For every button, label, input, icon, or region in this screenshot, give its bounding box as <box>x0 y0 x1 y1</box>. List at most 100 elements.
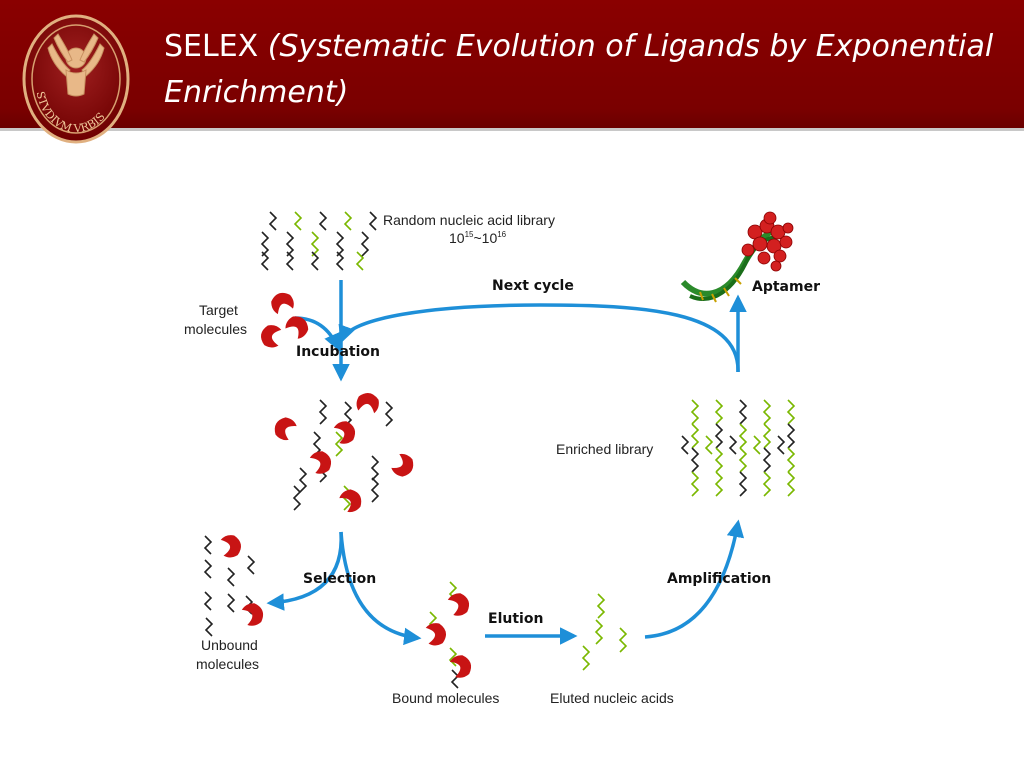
nucleic-acid-strand <box>738 447 748 473</box>
nucleic-acid-strand <box>203 535 213 555</box>
nucleic-acid-strand <box>738 399 748 425</box>
nucleic-acid-strand <box>203 559 213 579</box>
amplification-arrow <box>644 519 745 639</box>
target-molecules-cluster <box>220 292 472 678</box>
target-molecule <box>285 316 309 339</box>
nucleic-acid-strand <box>762 471 772 497</box>
nucleic-acid-strand <box>776 435 786 455</box>
nucleic-acid-strand <box>690 423 700 449</box>
nucleic-acid-strand <box>690 447 700 473</box>
nucleic-acid-strand <box>293 211 303 231</box>
title-main: SELEX <box>164 29 259 64</box>
unbound-label-line1: Unbound <box>201 637 258 653</box>
eluted-nucleic-acids-label: Eluted nucleic acids <box>550 690 674 706</box>
nucleic-acid-strand <box>786 399 796 425</box>
next-cycle-label: Next cycle <box>492 278 574 294</box>
target-label-line1: Target <box>199 302 238 318</box>
nucleic-acid-strand <box>298 467 308 493</box>
nucleic-acid-strand <box>762 399 772 425</box>
nucleic-acid-strand <box>762 423 772 449</box>
target-molecule <box>261 325 282 348</box>
nucleic-acid-strand <box>260 231 270 257</box>
target-molecule <box>309 451 332 474</box>
target-molecule <box>333 421 356 444</box>
selection-label: Selection <box>303 571 376 587</box>
nucleic-acid-strand <box>310 251 320 271</box>
nucleic-acid-strand <box>594 619 604 645</box>
aptamer-label: Aptamer <box>752 279 820 295</box>
nucleic-acid-strand <box>714 399 724 425</box>
nucleic-acid-strand <box>285 231 295 257</box>
nucleic-acid-strand <box>448 647 458 667</box>
nucleic-acid-strand <box>384 401 394 427</box>
nucleic-acid-strand <box>752 435 762 455</box>
nucleic-acid-strand <box>728 435 738 455</box>
enriched-library-label: Enriched library <box>556 441 653 457</box>
nucleic-acid-strand <box>680 435 690 455</box>
amplification-label: Amplification <box>667 571 771 587</box>
target-molecule <box>274 417 297 441</box>
nucleic-acid-strand <box>581 645 591 671</box>
nucleic-acid-strand <box>786 471 796 497</box>
eluted-nucleic-acids-cluster <box>581 593 628 671</box>
nucleic-acid-strand <box>292 485 302 511</box>
nucleic-acid-strand <box>260 251 270 271</box>
nucleic-acid-strand <box>704 435 714 455</box>
nucleic-acid-strand <box>318 399 328 425</box>
nucleic-acid-strand <box>450 669 460 689</box>
nucleic-acid-strand <box>714 471 724 497</box>
university-seal-logo: STVDIVM VRBIS <box>22 14 130 144</box>
elution-label: Elution <box>488 611 543 627</box>
nucleic-acid-strand <box>596 593 606 619</box>
target-molecule <box>447 593 470 616</box>
nucleic-acid-strand <box>370 455 380 481</box>
nucleic-acid-strand <box>714 447 724 473</box>
nucleic-acid-strand <box>738 471 748 497</box>
bound-molecules-label: Bound molecules <box>392 690 499 706</box>
title-italic: (Systematic Evolution of Ligands by Expo… <box>164 29 994 110</box>
nucleic-acid-strand <box>334 431 344 457</box>
target-molecule <box>391 453 414 477</box>
nucleic-acid-strand <box>268 211 278 231</box>
unbound-label-line2: molecules <box>196 656 259 672</box>
selection-unbound-arrow <box>266 531 343 611</box>
nucleic-acid-strand <box>355 251 365 271</box>
nucleic-acid-strand <box>335 231 345 257</box>
nucleic-acid-strand <box>285 251 295 271</box>
target-molecule <box>220 535 241 558</box>
target-molecule <box>271 292 294 315</box>
nucleic-acid-strand <box>226 567 236 587</box>
nucleic-acid-strand <box>318 211 328 231</box>
nucleic-acid-strand <box>360 231 370 257</box>
nucleic-acid-strand <box>335 251 345 271</box>
nucleic-acid-strand <box>618 627 628 653</box>
nucleic-acid-strand <box>204 617 214 637</box>
nucleic-acid-strand <box>343 211 353 231</box>
slide-title: SELEX (Systematic Evolution of Ligands b… <box>164 24 1014 116</box>
library-size: 1015~1016 <box>449 230 507 246</box>
aptamer-structure-icon <box>680 211 794 303</box>
nucleic-acid-strand <box>738 423 748 449</box>
nucleic-acid-strand <box>246 555 256 575</box>
nucleic-acid-strand <box>226 593 236 613</box>
random-library-strands <box>260 211 378 271</box>
nucleic-acid-strand <box>310 231 320 257</box>
enriched-library-strands <box>680 399 796 497</box>
nucleic-acid-strand <box>343 401 353 427</box>
nucleic-acid-strand <box>786 423 796 449</box>
nucleic-acid-strand <box>762 447 772 473</box>
nucleic-acid-strand <box>690 399 700 425</box>
target-molecule <box>425 623 446 646</box>
nucleic-acid-strand <box>786 447 796 473</box>
target-molecule <box>356 393 379 414</box>
selection-bound-arrow <box>339 531 422 646</box>
nucleic-acid-strand <box>714 423 724 449</box>
target-molecule <box>241 603 264 626</box>
incubation-label: Incubation <box>296 344 380 360</box>
nucleic-acid-strand <box>203 591 213 611</box>
nucleic-acid-strand <box>368 211 378 231</box>
nucleic-acid-strand <box>370 477 380 503</box>
target-molecule <box>339 489 362 513</box>
nucleic-acid-strand <box>690 471 700 497</box>
